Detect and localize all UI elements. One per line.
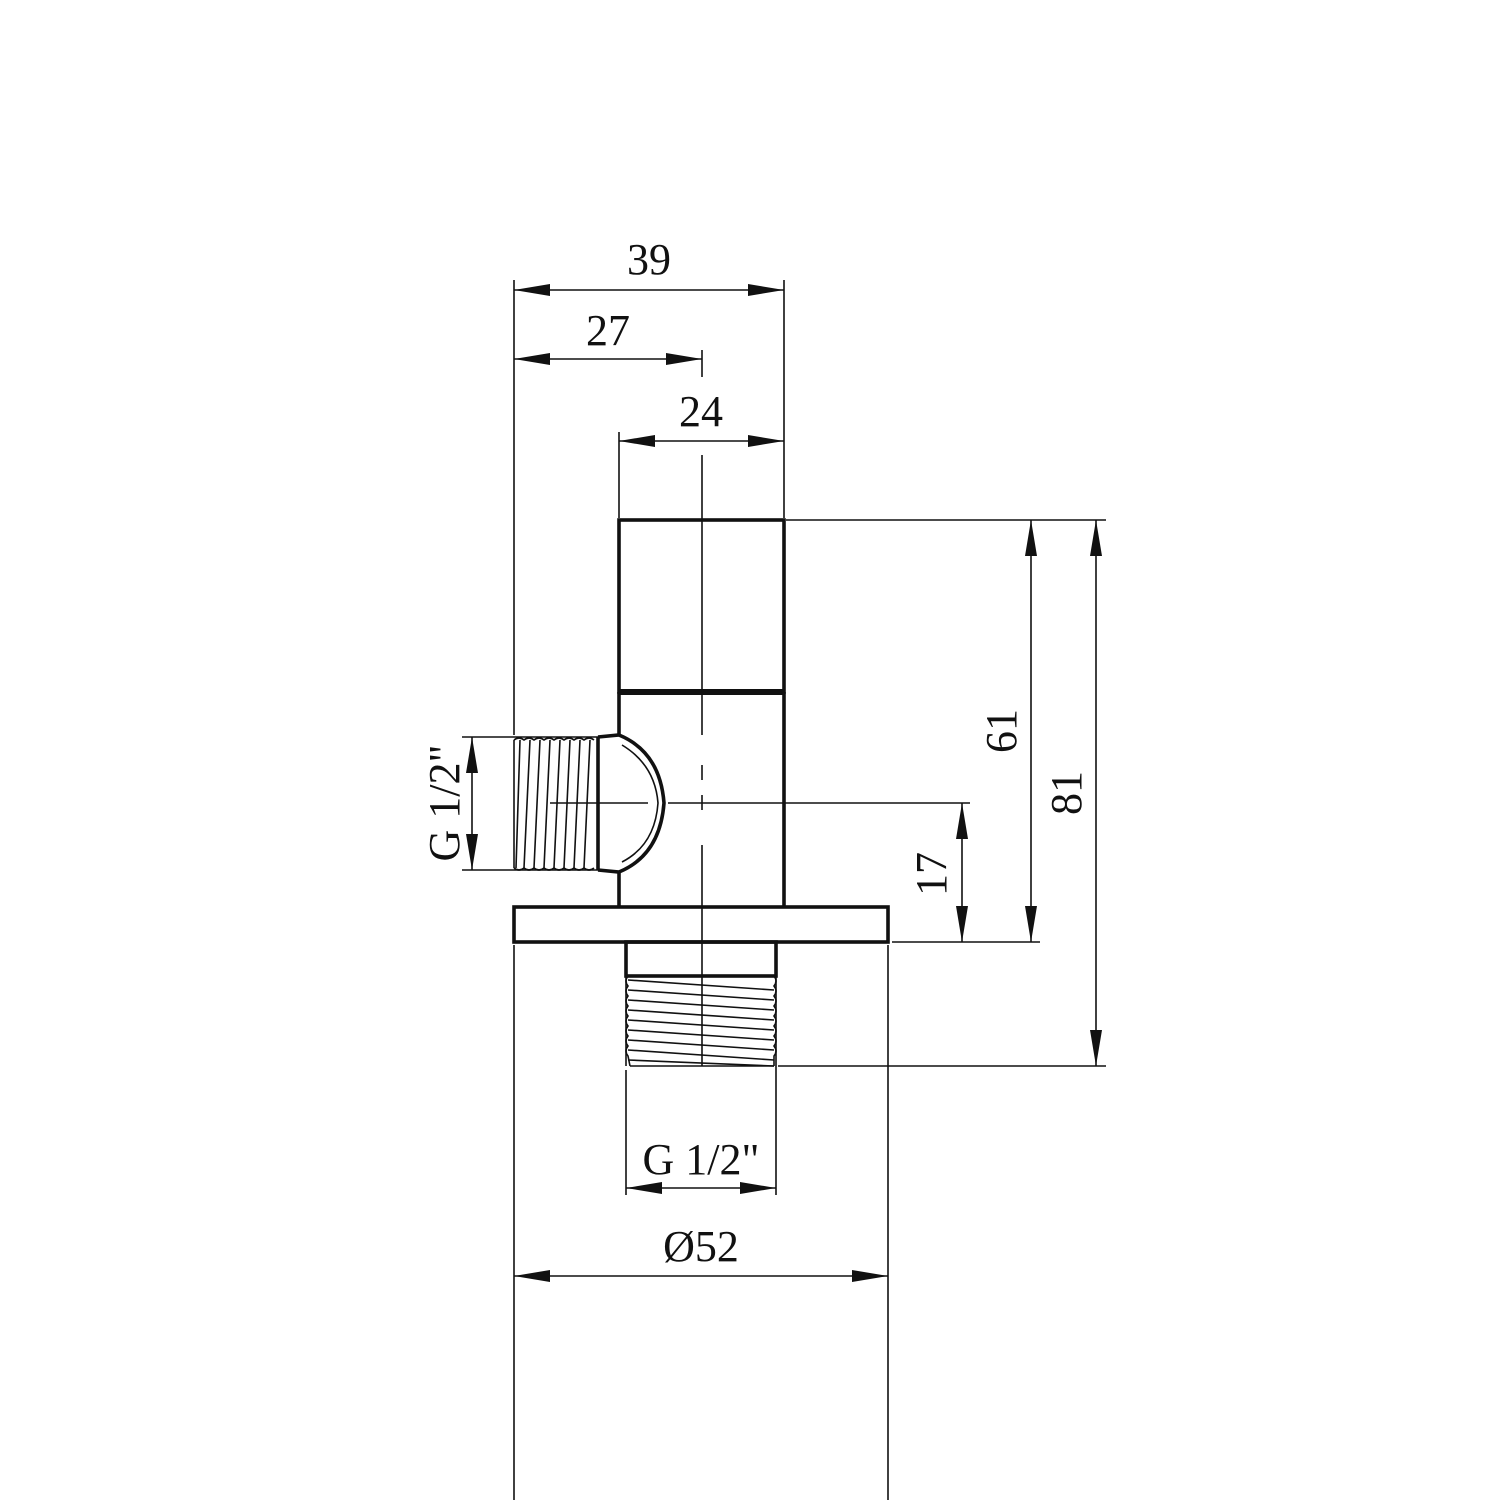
dim-label-bottom-thread: G 1/2" <box>643 1135 760 1184</box>
flange <box>512 905 890 944</box>
dimension-flange-diameter: Ø52 <box>514 1222 888 1282</box>
dimension-overall-height: 81 <box>1042 520 1102 1066</box>
dim-label-52: Ø52 <box>663 1222 739 1271</box>
dimension-bottom-thread: G 1/2" <box>626 1135 776 1194</box>
dimension-inlet-to-axis: 27 <box>514 306 702 365</box>
dim-label-24: 24 <box>679 387 723 436</box>
center-lines <box>550 350 970 1066</box>
side-boss <box>597 733 666 874</box>
dimension-body-width: 24 <box>619 387 784 447</box>
dim-label-side-thread: G 1/2" <box>420 745 469 862</box>
valve-body <box>512 518 890 1067</box>
dim-label-39: 39 <box>627 235 671 284</box>
dimension-side-outlet-height: 17 <box>907 803 968 942</box>
dim-label-61: 61 <box>977 709 1026 753</box>
extension-lines <box>462 280 1106 1500</box>
dimension-side-thread: G 1/2" <box>420 737 478 870</box>
dim-label-27: 27 <box>586 306 630 355</box>
dim-label-17: 17 <box>907 852 956 896</box>
side-boss-inner <box>621 744 659 863</box>
bottom-thread <box>625 975 777 1067</box>
dimension-overall-width: 39 <box>514 235 784 296</box>
dim-label-81: 81 <box>1042 771 1091 815</box>
dimension-body-height: 61 <box>977 520 1037 942</box>
bottom-neck <box>624 940 778 978</box>
